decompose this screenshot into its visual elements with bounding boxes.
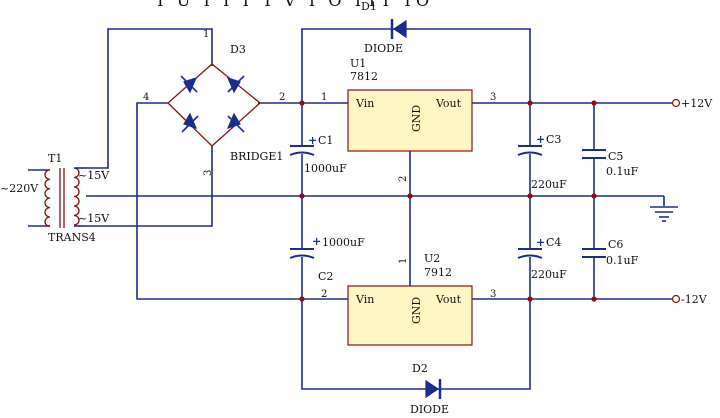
c6-value: 0.1uF [606,254,639,267]
transformer-t1: T1 ~220V ~15V ~15V TRANS4 [0,152,110,244]
bridge-d3: D3 1 2 3 4 BRIDGE1 [143,29,285,176]
capacitor-c3: + C3 220uF [517,133,567,191]
ground-icon [650,206,678,222]
c3-plus: + [536,133,545,146]
bridge-diode-tl [180,75,198,94]
bridge-outline [167,63,262,147]
u2-pin-gnd: 1 [398,258,409,264]
bridge-pin4: 4 [143,92,149,103]
u2-part: 7912 [424,266,452,279]
u2-vin: Vin [355,293,374,306]
output-terminal-negative: -12V [671,293,708,306]
wire-sec-top [86,28,213,169]
u1-gnd: GND [410,105,423,132]
wire-d2-loop [301,299,531,390]
c5-value: 0.1uF [606,165,639,178]
c3-value: 220uF [531,178,567,191]
u2-ref: U2 [424,252,440,265]
t1-primary-label: ~220V [0,182,39,195]
c2-ref: C2 [318,270,333,283]
wire-bridge-neg [136,102,348,300]
u1-part: 7812 [350,70,378,83]
capacitor-c4: + C4 220uF [517,236,567,281]
wire-sec-bot [86,145,213,227]
u2-vout: Vout [435,293,462,306]
capacitor-c2: + 1000uF C2 [289,235,365,283]
regulator-u2: U2 7912 Vin Vout GND 2 3 1 [321,252,496,346]
d1-type: DIODE [364,42,403,55]
u2-pin-in: 2 [321,289,327,300]
c1-plus: + [308,134,317,147]
capacitor-c6: C6 0.1uF [582,238,639,267]
bridge-pin2: 2 [279,92,285,103]
d2-type: DIODE [410,403,449,416]
c6-ref: C6 [608,238,623,251]
u2-body [347,285,473,346]
c1-value: 1000uF [304,162,347,175]
secondary-coil [73,167,80,226]
junction-dots [299,100,597,302]
bridge-type: BRIDGE1 [230,150,283,163]
d1-ref: D1 [361,0,377,13]
out-pos-label: +12V [681,97,713,110]
bridge-diode-bl [181,112,199,133]
u1-vout: Vout [435,97,462,110]
diode-d1: D1 DIODE [361,0,407,55]
c4-plus: + [536,236,545,249]
bridge-diode-tr [226,75,245,94]
u1-body [347,89,473,152]
t1-ref: T1 [48,152,62,165]
primary-coil [44,169,51,228]
bridge-pin1: 1 [203,29,209,40]
u1-pin-in: 1 [321,92,327,103]
diode-d2: D2 DIODE [410,362,449,416]
wire-d1-loop [301,28,531,103]
u2-gnd: GND [410,297,423,324]
u2-pin-out: 3 [490,289,496,300]
t1-sec-bot-label: ~15V [78,212,110,225]
d2-triangle [425,379,440,399]
c3-ref: C3 [546,133,561,146]
d1-triangle [392,19,407,39]
regulator-u1: U1 7812 Vin Vout GND 1 3 2 [321,57,496,182]
c4-value: 220uF [531,268,567,281]
bridge-pin3: 3 [203,170,214,176]
wires [86,28,672,390]
capacitor-c5: C5 0.1uF [582,149,639,178]
bridge-diode-br [226,112,245,133]
out-neg-label: -12V [681,293,708,306]
u1-pin-gnd: 2 [398,176,409,182]
u1-ref: U1 [350,57,366,70]
d3-ref: D3 [230,43,246,56]
capacitor-c1: + C1 1000uF [289,134,347,175]
c4-ref: C4 [546,236,561,249]
output-terminal-positive: +12V [671,97,713,110]
c2-plus: + [312,235,321,248]
t1-type: TRANS4 [48,231,96,244]
t1-sec-top-label: ~15V [78,169,110,182]
c5-ref: C5 [608,150,623,163]
u1-vin: Vin [355,97,374,110]
c1-ref: C1 [318,134,333,147]
u1-pin-out: 3 [490,92,496,103]
header-text: T U T I T T V T O TTT TO [155,0,432,10]
c2-value: 1000uF [322,236,365,249]
d2-ref: D2 [412,362,428,375]
